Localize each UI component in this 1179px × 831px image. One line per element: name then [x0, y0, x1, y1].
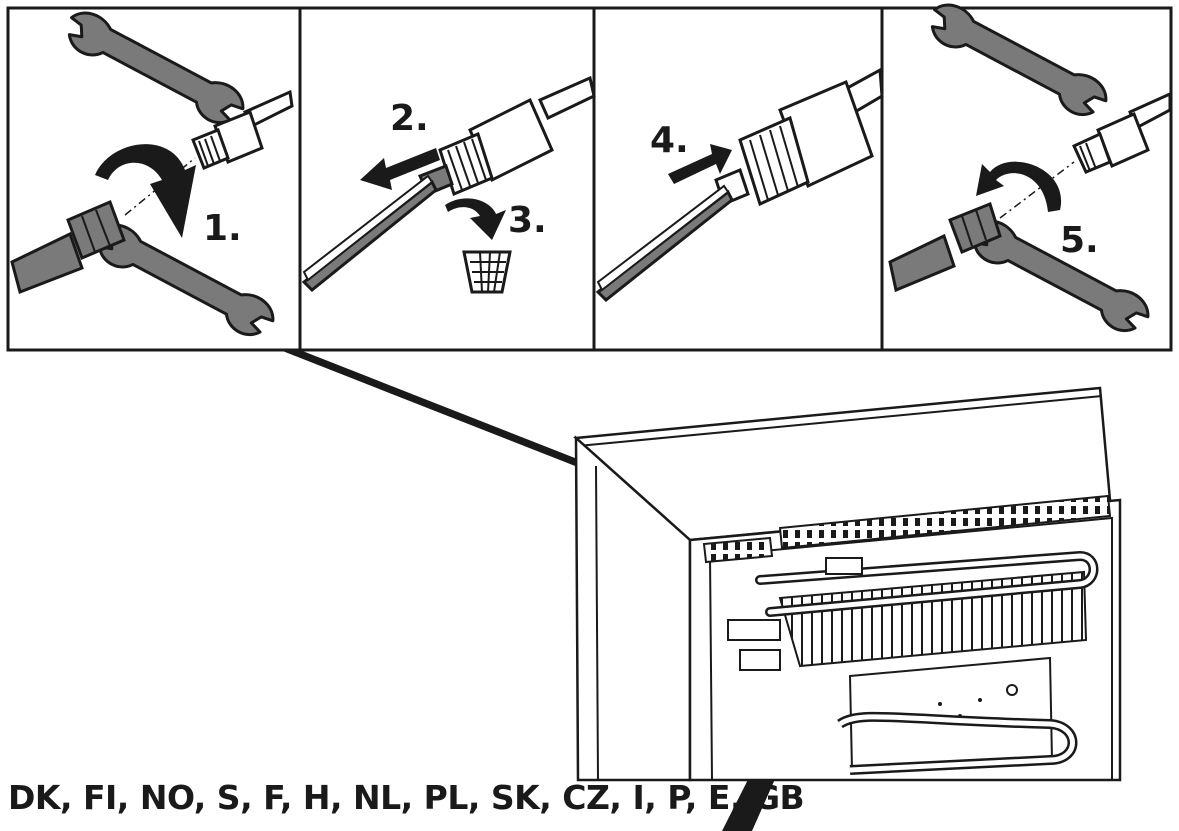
panel-step-4: 4. — [595, 67, 884, 303]
pipe-fitting — [738, 67, 884, 207]
water-connection — [825, 557, 863, 575]
tweezers-icon — [301, 179, 438, 293]
curved-arrow-icon — [445, 198, 506, 240]
condenser-coil — [778, 570, 1088, 668]
pipe-fitting — [438, 75, 596, 197]
panel-step-5: 5. — [888, 0, 1172, 342]
arrow-left-icon — [360, 148, 440, 190]
hose-nut — [10, 199, 126, 295]
tweezers-icon — [595, 189, 734, 303]
vent-grille — [702, 536, 774, 564]
vent-grille — [778, 494, 1112, 550]
panels-frame — [6, 6, 1173, 352]
step-panels — [6, 6, 1173, 352]
pipe-fitting — [191, 89, 294, 170]
step-label-1: 1. — [203, 208, 242, 249]
arrow-right-icon — [668, 144, 732, 184]
trash-bin-icon — [462, 250, 512, 294]
pipe-fitting — [1072, 91, 1172, 174]
rotate-arrow-icon — [976, 161, 1062, 212]
hose-nut — [888, 202, 1002, 293]
step-label-5: 5. — [1060, 220, 1099, 261]
wrench-icon — [920, 0, 1114, 126]
wrench-icon — [57, 4, 251, 134]
country-list: DK, FI, NO, S, F, H, NL, PL, SK, CZ, I, … — [8, 778, 805, 817]
panel-step-1: 1. — [10, 4, 294, 346]
panel-step-2: 2. 3. — [301, 75, 596, 294]
step-label-4: 4. — [650, 120, 689, 161]
rotate-arrow-icon — [95, 144, 196, 238]
step-label-2: 2. — [390, 98, 429, 139]
step-label-3: 3. — [508, 200, 547, 241]
appliance-rear-view — [573, 386, 1122, 782]
